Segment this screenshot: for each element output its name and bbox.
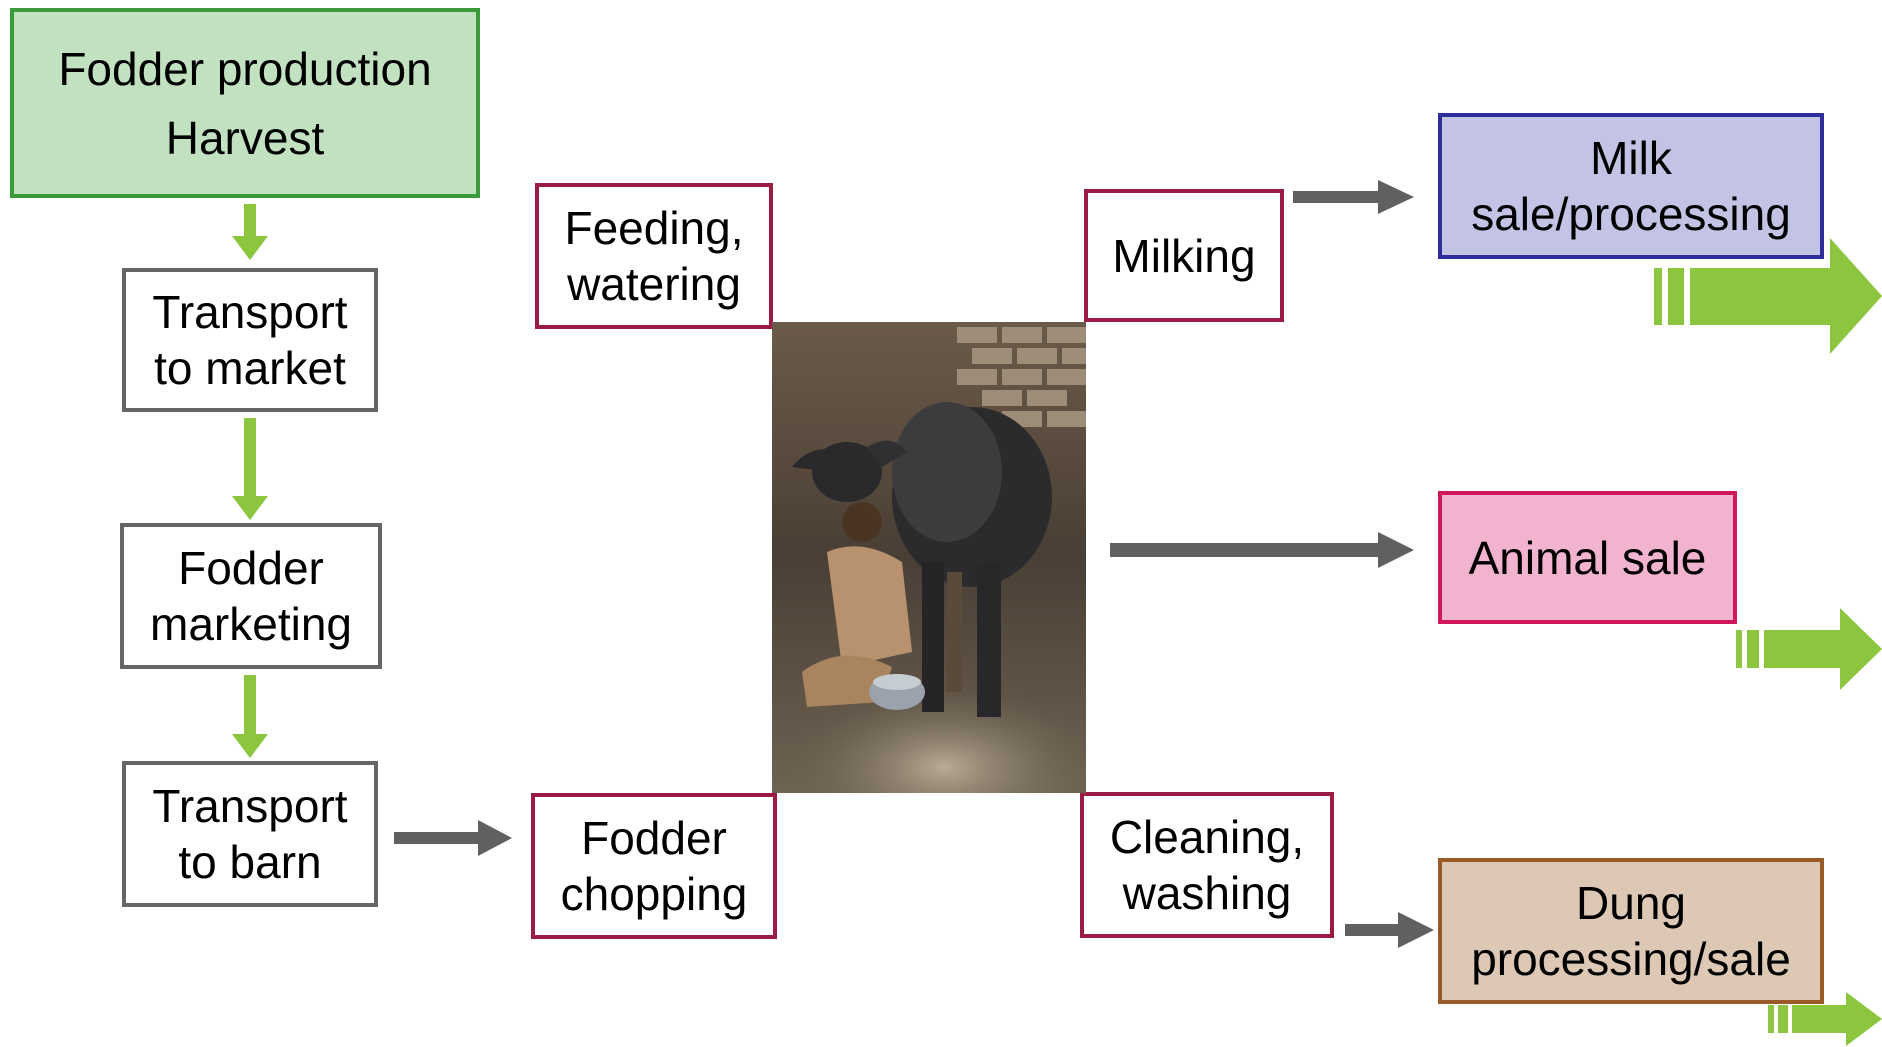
down-arrow-2 bbox=[232, 418, 268, 520]
photo-illustration bbox=[772, 322, 1086, 793]
fodder-production-box: Fodder production Harvest bbox=[10, 8, 480, 198]
cleaning-washing-box: Cleaning, washing bbox=[1080, 792, 1334, 938]
down-arrow-3 bbox=[232, 675, 268, 758]
chevron-arrow-milk bbox=[1654, 238, 1882, 354]
animal-sale-box: Animal sale bbox=[1438, 491, 1737, 624]
transport-to-barn-box: Transport to barn bbox=[122, 761, 378, 907]
arrow-to-dung-processing bbox=[1345, 912, 1434, 948]
arrow-to-fodder-chopping bbox=[394, 820, 512, 856]
buffalo-milking-photo bbox=[772, 322, 1086, 793]
milk-sale-processing-box: Milk sale/processing bbox=[1438, 113, 1824, 259]
green-chevron-arrows bbox=[1654, 238, 1882, 1046]
harvest-label: Harvest bbox=[165, 111, 325, 164]
chevron-arrow-dung bbox=[1768, 992, 1882, 1046]
green-down-arrows bbox=[232, 204, 268, 758]
milking-box: Milking bbox=[1084, 189, 1284, 322]
dung-processing-sale-box: Dung processing/sale bbox=[1438, 858, 1824, 1004]
arrow-to-milk-sale bbox=[1293, 180, 1414, 214]
fodder-production-label: Fodder production bbox=[58, 42, 432, 95]
feeding-watering-box: Feeding, watering bbox=[535, 183, 773, 329]
brick-wall bbox=[957, 327, 1086, 427]
fodder-chopping-box: Fodder chopping bbox=[531, 793, 777, 939]
grey-right-arrows bbox=[394, 180, 1434, 948]
transport-to-market-box: Transport to market bbox=[122, 268, 378, 412]
down-arrow-1 bbox=[232, 204, 268, 260]
fodder-marketing-box: Fodder marketing bbox=[120, 523, 382, 669]
arrow-to-animal-sale bbox=[1110, 532, 1414, 568]
chevron-arrow-animal bbox=[1736, 608, 1882, 690]
